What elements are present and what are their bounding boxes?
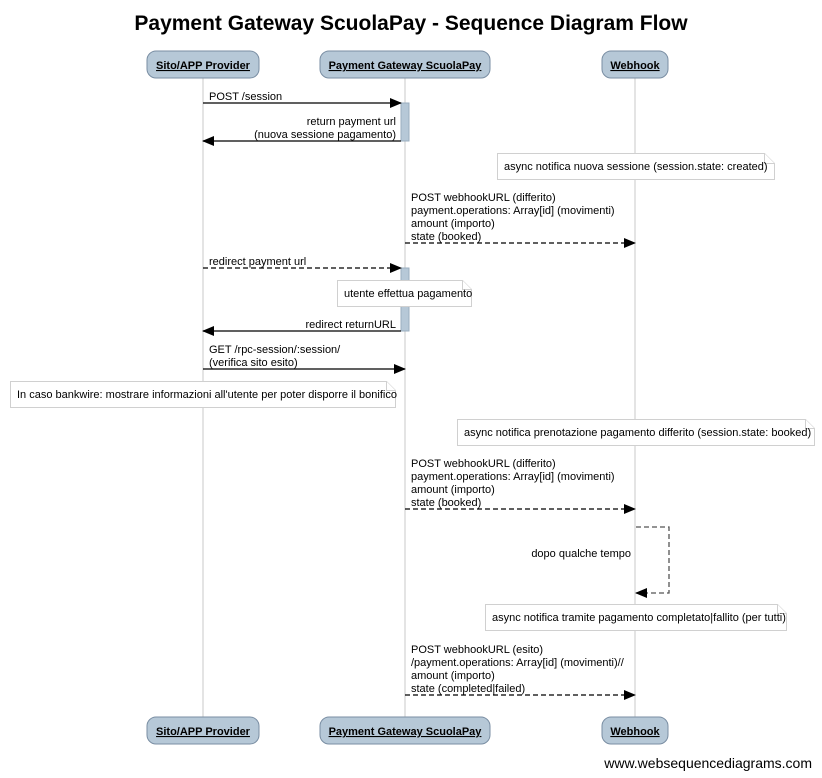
actor-top-provider[interactable]: Sito/APP Provider — [146, 50, 260, 79]
message-post-session: POST /session — [203, 91, 402, 108]
message-label: POST webhookURL (differito) — [411, 192, 556, 204]
message-redirect-returnurl: redirect returnURL — [202, 319, 401, 336]
self-message-dopo-qualche-tempo: dopo qualche tempo — [531, 526, 670, 598]
actor-box — [146, 716, 260, 745]
message-redirect-payment-url: redirect payment url — [203, 256, 402, 273]
actor-box — [319, 716, 491, 745]
message-label: POST /session — [209, 91, 282, 103]
message-post-webhook-esito: POST webhookURL (esito) /payment.operati… — [405, 644, 636, 700]
note-fold-icon — [764, 153, 775, 164]
note-box — [10, 381, 396, 408]
message-post-webhook-differito-1: POST webhookURL (differito) payment.oper… — [405, 192, 636, 248]
diagram-title: Payment Gateway ScuolaPay - Sequence Dia… — [134, 12, 688, 35]
message-label: return payment url — [307, 116, 396, 128]
note-box — [457, 419, 815, 446]
message-label: /payment.operations: Array[id] (moviment… — [411, 657, 625, 669]
note-completato-fallito: async notifica tramite pagamento complet… — [485, 604, 787, 631]
message-label: (verifica sito esito) — [209, 357, 298, 369]
message-label: payment.operations: Array[id] (movimenti… — [411, 471, 615, 483]
note-prenotazione-differito: async notifica prenotazione pagamento di… — [457, 419, 815, 446]
actor-label: Webhook — [610, 60, 660, 72]
message-label: state (completed|failed) — [411, 683, 525, 695]
message-return-payment-url: return payment url (nuova sessione pagam… — [202, 116, 401, 146]
note-text: In caso bankwire: mostrare informazioni … — [17, 389, 397, 401]
message-get-rpc-session: GET /rpc-session/:session/ (verifica sit… — [203, 344, 406, 374]
note-nuova-sessione: async notifica nuova sessione (session.s… — [497, 153, 775, 180]
note-box — [485, 604, 787, 631]
note-text: utente effettua pagamento — [344, 288, 472, 300]
actor-box — [601, 716, 669, 745]
message-label: payment.operations: Array[id] (movimenti… — [411, 205, 615, 217]
message-label: redirect returnURL — [306, 319, 396, 331]
message-label: amount (importo) — [411, 670, 495, 682]
actor-bottom-gateway[interactable]: Payment Gateway ScuolaPay — [319, 716, 491, 745]
note-box — [337, 280, 472, 307]
actor-box — [146, 50, 260, 79]
actor-label: Sito/APP Provider — [156, 726, 251, 738]
message-label: (nuova sessione pagamento) — [254, 129, 396, 141]
message-post-webhook-differito-2: POST webhookURL (differito) payment.oper… — [405, 458, 636, 514]
actor-label: Sito/APP Provider — [156, 60, 251, 72]
message-label: POST webhookURL (differito) — [411, 458, 556, 470]
message-label: state (booked) — [411, 231, 481, 243]
actor-bottom-provider[interactable]: Sito/APP Provider — [146, 716, 260, 745]
message-label: redirect payment url — [209, 256, 306, 268]
message-label: dopo qualche tempo — [531, 548, 631, 560]
note-fold-icon — [777, 604, 787, 614]
message-label: amount (importo) — [411, 218, 495, 230]
message-label: GET /rpc-session/:session/ — [209, 344, 341, 356]
note-text: async notifica tramite pagamento complet… — [492, 612, 786, 624]
actor-box — [601, 50, 669, 79]
actor-bottom-webhook[interactable]: Webhook — [601, 716, 669, 745]
footer-watermark[interactable]: www.websequencediagrams.com — [603, 755, 812, 771]
note-fold-icon — [462, 280, 472, 290]
self-loop-arrow — [635, 526, 670, 598]
activation-gateway-1 — [400, 102, 410, 142]
actor-box — [319, 50, 491, 79]
note-fold-icon — [805, 419, 815, 429]
note-bankwire: In caso bankwire: mostrare informazioni … — [10, 381, 397, 408]
note-text: async notifica prenotazione pagamento di… — [464, 427, 811, 439]
actor-top-gateway[interactable]: Payment Gateway ScuolaPay — [319, 50, 491, 79]
actor-top-webhook[interactable]: Webhook — [601, 50, 669, 79]
actor-label: Webhook — [610, 726, 660, 738]
message-label: state (booked) — [411, 497, 481, 509]
note-box — [497, 153, 775, 180]
note-fold-icon — [386, 381, 396, 391]
actor-label: Payment Gateway ScuolaPay — [329, 726, 483, 738]
note-text: async notifica nuova sessione (session.s… — [504, 161, 768, 173]
message-label: amount (importo) — [411, 484, 495, 496]
actor-label: Payment Gateway ScuolaPay — [329, 60, 483, 72]
message-label: POST webhookURL (esito) — [411, 644, 543, 656]
note-utente-pagamento: utente effettua pagamento — [337, 280, 472, 307]
